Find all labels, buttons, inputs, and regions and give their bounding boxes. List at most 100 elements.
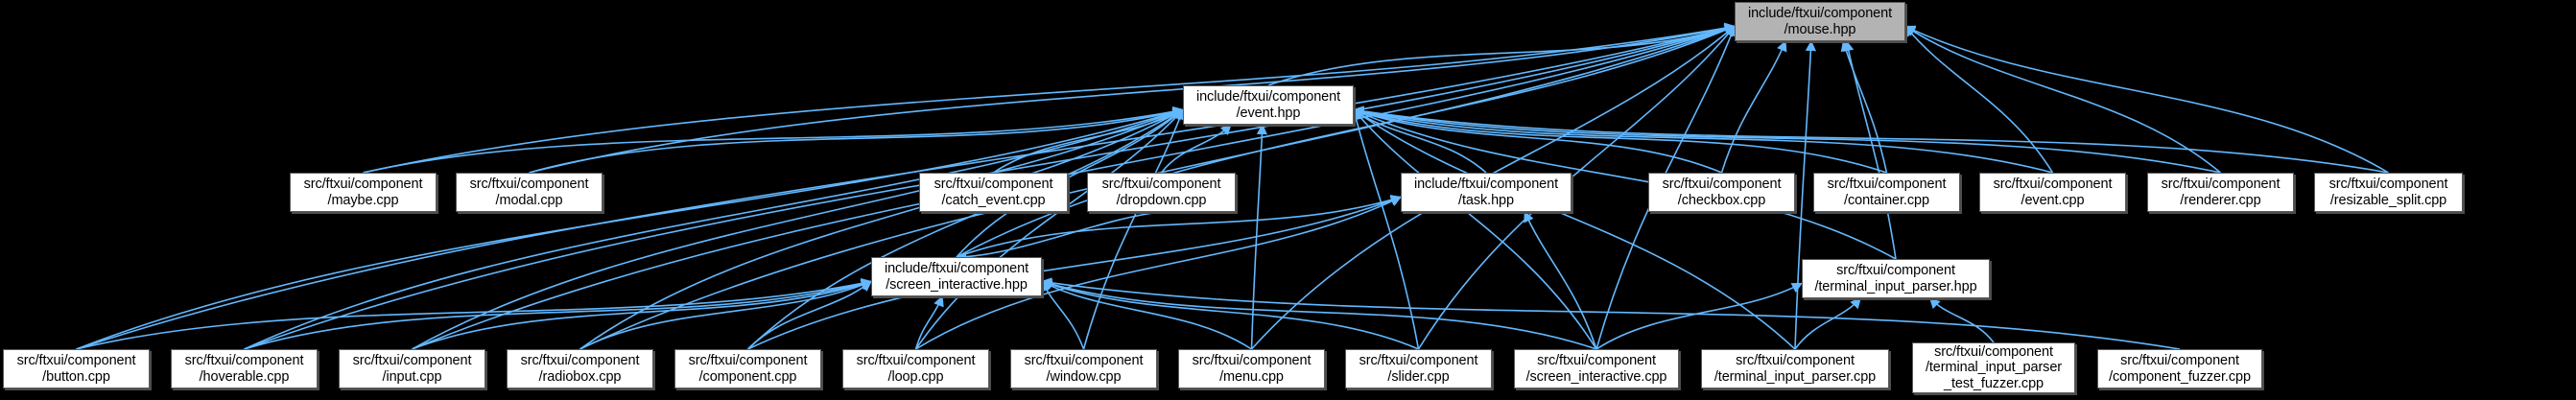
graph-edge-slider_cpp-to-event_hpp — [1351, 108, 1420, 350]
graph-node-label: src/ftxui/component /slider.cpp — [1359, 353, 1478, 385]
graph-edge-radiobox_cpp-to-event_hpp — [579, 108, 1184, 350]
graph-node-component_fuzzer_cpp[interactable]: src/ftxui/component /component_fuzzer.cp… — [2097, 349, 2262, 388]
graph-node-event_hpp[interactable]: include/ftxui/component /event.hpp — [1183, 85, 1354, 125]
graph-node-resizable_split_cpp[interactable]: src/ftxui/component /resizable_split.cpp — [2314, 173, 2463, 212]
graph-edge-dropdown_cpp-to-screen_interactive_hpp — [955, 211, 1162, 263]
graph-node-label: src/ftxui/component /screen_interactive.… — [1525, 353, 1667, 385]
graph-node-window_cpp[interactable]: src/ftxui/component /window.cpp — [1010, 349, 1157, 388]
graph-node-mouse_hpp[interactable]: include/ftxui/component /mouse.hpp — [1735, 2, 1905, 41]
graph-node-event_cpp[interactable]: src/ftxui/component /event.cpp — [1979, 173, 2126, 212]
graph-node-slider_cpp[interactable]: src/ftxui/component /slider.cpp — [1345, 349, 1492, 388]
graph-node-label: src/ftxui/component /window.cpp — [1024, 353, 1144, 385]
graph-edge-screen_interactive_hpp-to-task_hpp — [956, 195, 1403, 258]
graph-edge-resizable_split_cpp-to-mouse_hpp — [1903, 25, 2389, 174]
graph-edge-loop_cpp-to-task_hpp — [915, 196, 1403, 350]
graph-edge-window_cpp-to-event_hpp — [1082, 108, 1185, 350]
graph-node-screen_interactive_hpp[interactable]: include/ftxui/component /screen_interact… — [871, 257, 1042, 296]
graph-node-label: src/ftxui/component /terminal_input_pars… — [1925, 344, 2063, 391]
graph-edge-loop_cpp-to-screen_interactive_hpp — [914, 294, 944, 350]
graph-edge-button_cpp-to-event_hpp — [76, 106, 1185, 350]
graph-edge-terminal_input_parser_cpp-to-terminal_input_parser_hpp — [1794, 297, 1862, 350]
graph-node-label: include/ftxui/component /mouse.hpp — [1747, 6, 1893, 37]
graph-edge-radiobox_cpp-to-screen_interactive_hpp — [579, 280, 873, 350]
graph-node-label: include/ftxui/component /screen_interact… — [884, 261, 1029, 293]
graph-edge-component_cpp-to-task_hpp — [747, 195, 1403, 350]
graph-edge-terminal_input_parser_hpp-to-event_hpp — [1352, 108, 1897, 260]
graph-node-label: src/ftxui/component /component_fuzzer.cp… — [2109, 353, 2251, 385]
graph-node-label: include/ftxui/component /event.hpp — [1195, 89, 1341, 121]
graph-node-label: src/ftxui/component /menu.cpp — [1192, 353, 1312, 385]
graph-edge-screen_interactive_cpp-to-event_hpp — [1353, 108, 1597, 350]
graph-edge-hoverable_cpp-to-screen_interactive_hpp — [244, 278, 873, 350]
graph-edge-input_cpp-to-event_hpp — [412, 108, 1185, 350]
graph-node-container_cpp[interactable]: src/ftxui/component /container.cpp — [1813, 173, 1960, 212]
graph-edge-terminal_input_parser_cpp-to-mouse_hpp — [1794, 39, 1816, 350]
graph-node-maybe_cpp[interactable]: src/ftxui/component /maybe.cpp — [290, 173, 437, 212]
graph-edge-container_cpp-to-mouse_hpp — [1840, 39, 1888, 174]
graph-node-label: src/ftxui/component /input.cpp — [352, 353, 472, 385]
graph-edge-modal_cpp-to-event_hpp — [529, 106, 1185, 174]
graph-node-label: src/ftxui/component /component.cpp — [688, 353, 808, 385]
graph-edge-loop_cpp-to-event_hpp — [914, 108, 1184, 350]
graph-edge-screen_interactive_cpp-to-task_hpp — [1524, 210, 1597, 350]
graph-node-hoverable_cpp[interactable]: src/ftxui/component /hoverable.cpp — [171, 349, 318, 388]
graph-edge-task_hpp-to-event_hpp — [1353, 108, 1487, 174]
graph-edge-checkbox_cpp-to-mouse_hpp — [1720, 39, 1787, 174]
graph-node-input_cpp[interactable]: src/ftxui/component /input.cpp — [339, 349, 485, 388]
graph-node-label: src/ftxui/component /modal.cpp — [469, 176, 589, 208]
graph-node-catch_event_cpp[interactable]: src/ftxui/component /catch_event.cpp — [919, 173, 1068, 212]
graph-edge-terminal_input_parser_fuzzer-to-terminal_input_parser_hpp — [1928, 297, 1995, 343]
graph-edge-screen_interactive_cpp-to-terminal_input_parser_hpp — [1595, 282, 1803, 350]
graph-node-radiobox_cpp[interactable]: src/ftxui/component /radiobox.cpp — [507, 349, 653, 388]
graph-node-checkbox_cpp[interactable]: src/ftxui/component /checkbox.cpp — [1648, 173, 1795, 212]
graph-node-terminal_input_parser_hpp[interactable]: src/ftxui/component /terminal_input_pars… — [1802, 259, 1990, 298]
graph-edge-menu_cpp-to-screen_interactive_hpp — [1041, 280, 1252, 350]
graph-node-label: src/ftxui/component /terminal_input_pars… — [1814, 263, 1977, 294]
graph-edge-terminal_input_parser_hpp-to-mouse_hpp — [1843, 39, 1897, 260]
graph-node-label: src/ftxui/component /terminal_input_pars… — [1713, 353, 1877, 385]
graph-edge-component_cpp-to-screen_interactive_hpp — [746, 280, 872, 350]
graph-edge-checkbox_cpp-to-event_hpp — [1352, 107, 1722, 174]
graph-node-label: src/ftxui/component /dropdown.cpp — [1101, 176, 1221, 208]
graph-node-renderer_cpp[interactable]: src/ftxui/component /renderer.cpp — [2147, 173, 2294, 212]
graph-node-terminal_input_parser_cpp[interactable]: src/ftxui/component /terminal_input_pars… — [1701, 349, 1889, 388]
graph-edge-container_cpp-to-event_hpp — [1352, 106, 1887, 174]
graph-edge-event_cpp-to-event_hpp — [1352, 106, 2053, 174]
graph-edge-modal_cpp-to-mouse_hpp — [529, 22, 1737, 174]
graph-node-label: src/ftxui/component /resizable_split.cpp — [2328, 176, 2448, 208]
graph-edge-renderer_cpp-to-mouse_hpp — [1904, 25, 2222, 174]
graph-node-label: include/ftxui/component /task.hpp — [1413, 176, 1559, 208]
graph-node-loop_cpp[interactable]: src/ftxui/component /loop.cpp — [842, 349, 989, 388]
graph-edge-input_cpp-to-screen_interactive_hpp — [412, 279, 873, 350]
graph-node-label: src/ftxui/component /radiobox.cpp — [520, 353, 640, 385]
graph-node-button_cpp[interactable]: src/ftxui/component /button.cpp — [3, 349, 150, 388]
graph-node-screen_interactive_cpp[interactable]: src/ftxui/component /screen_interactive.… — [1514, 349, 1679, 388]
graph-edge-component_fuzzer_cpp-to-screen_interactive_hpp — [1040, 277, 2181, 350]
graph-node-terminal_input_parser_fuzzer[interactable]: src/ftxui/component /terminal_input_pars… — [1912, 342, 2075, 393]
graph-node-label: src/ftxui/component /loop.cpp — [856, 353, 976, 385]
graph-edge-input_cpp-to-mouse_hpp — [412, 24, 1737, 350]
graph-node-label: src/ftxui/component /renderer.cpp — [2161, 176, 2281, 208]
graph-node-label: src/ftxui/component /checkbox.cpp — [1662, 176, 1782, 208]
graph-edge-dropdown_cpp-to-event_hpp — [1160, 124, 1232, 174]
graph-node-dropdown_cpp[interactable]: src/ftxui/component /dropdown.cpp — [1087, 173, 1236, 212]
graph-node-task_hpp[interactable]: include/ftxui/component /task.hpp — [1401, 173, 1572, 212]
graph-edge-terminal_input_parser_cpp-to-event_hpp — [1353, 108, 1796, 350]
graph-edge-button_cpp-to-screen_interactive_hpp — [76, 277, 873, 350]
graph-edge-resizable_split_cpp-to-event_hpp — [1352, 106, 2389, 174]
graph-edge-screen_interactive_hpp-to-event_hpp — [956, 108, 1184, 258]
graph-node-label: src/ftxui/component /maybe.cpp — [303, 176, 423, 208]
graph-node-modal_cpp[interactable]: src/ftxui/component /modal.cpp — [456, 173, 603, 212]
graph-node-label: src/ftxui/component /catch_event.cpp — [934, 176, 1053, 208]
graph-edge-renderer_cpp-to-event_hpp — [1352, 106, 2221, 174]
graph-edge-maybe_cpp-to-mouse_hpp — [363, 22, 1737, 174]
graph-edge-slider_cpp-to-screen_interactive_hpp — [1040, 279, 1419, 350]
graph-node-label: src/ftxui/component /container.cpp — [1827, 176, 1947, 208]
graph-node-component_cpp[interactable]: src/ftxui/component /component.cpp — [674, 349, 821, 388]
graph-node-label: src/ftxui/component /hoverable.cpp — [184, 353, 304, 385]
graph-edge-maybe_cpp-to-event_hpp — [363, 106, 1185, 174]
graph-edge-hoverable_cpp-to-event_hpp — [244, 107, 1185, 350]
graph-node-menu_cpp[interactable]: src/ftxui/component /menu.cpp — [1178, 349, 1325, 388]
graph-node-label: src/ftxui/component /button.cpp — [16, 353, 136, 385]
